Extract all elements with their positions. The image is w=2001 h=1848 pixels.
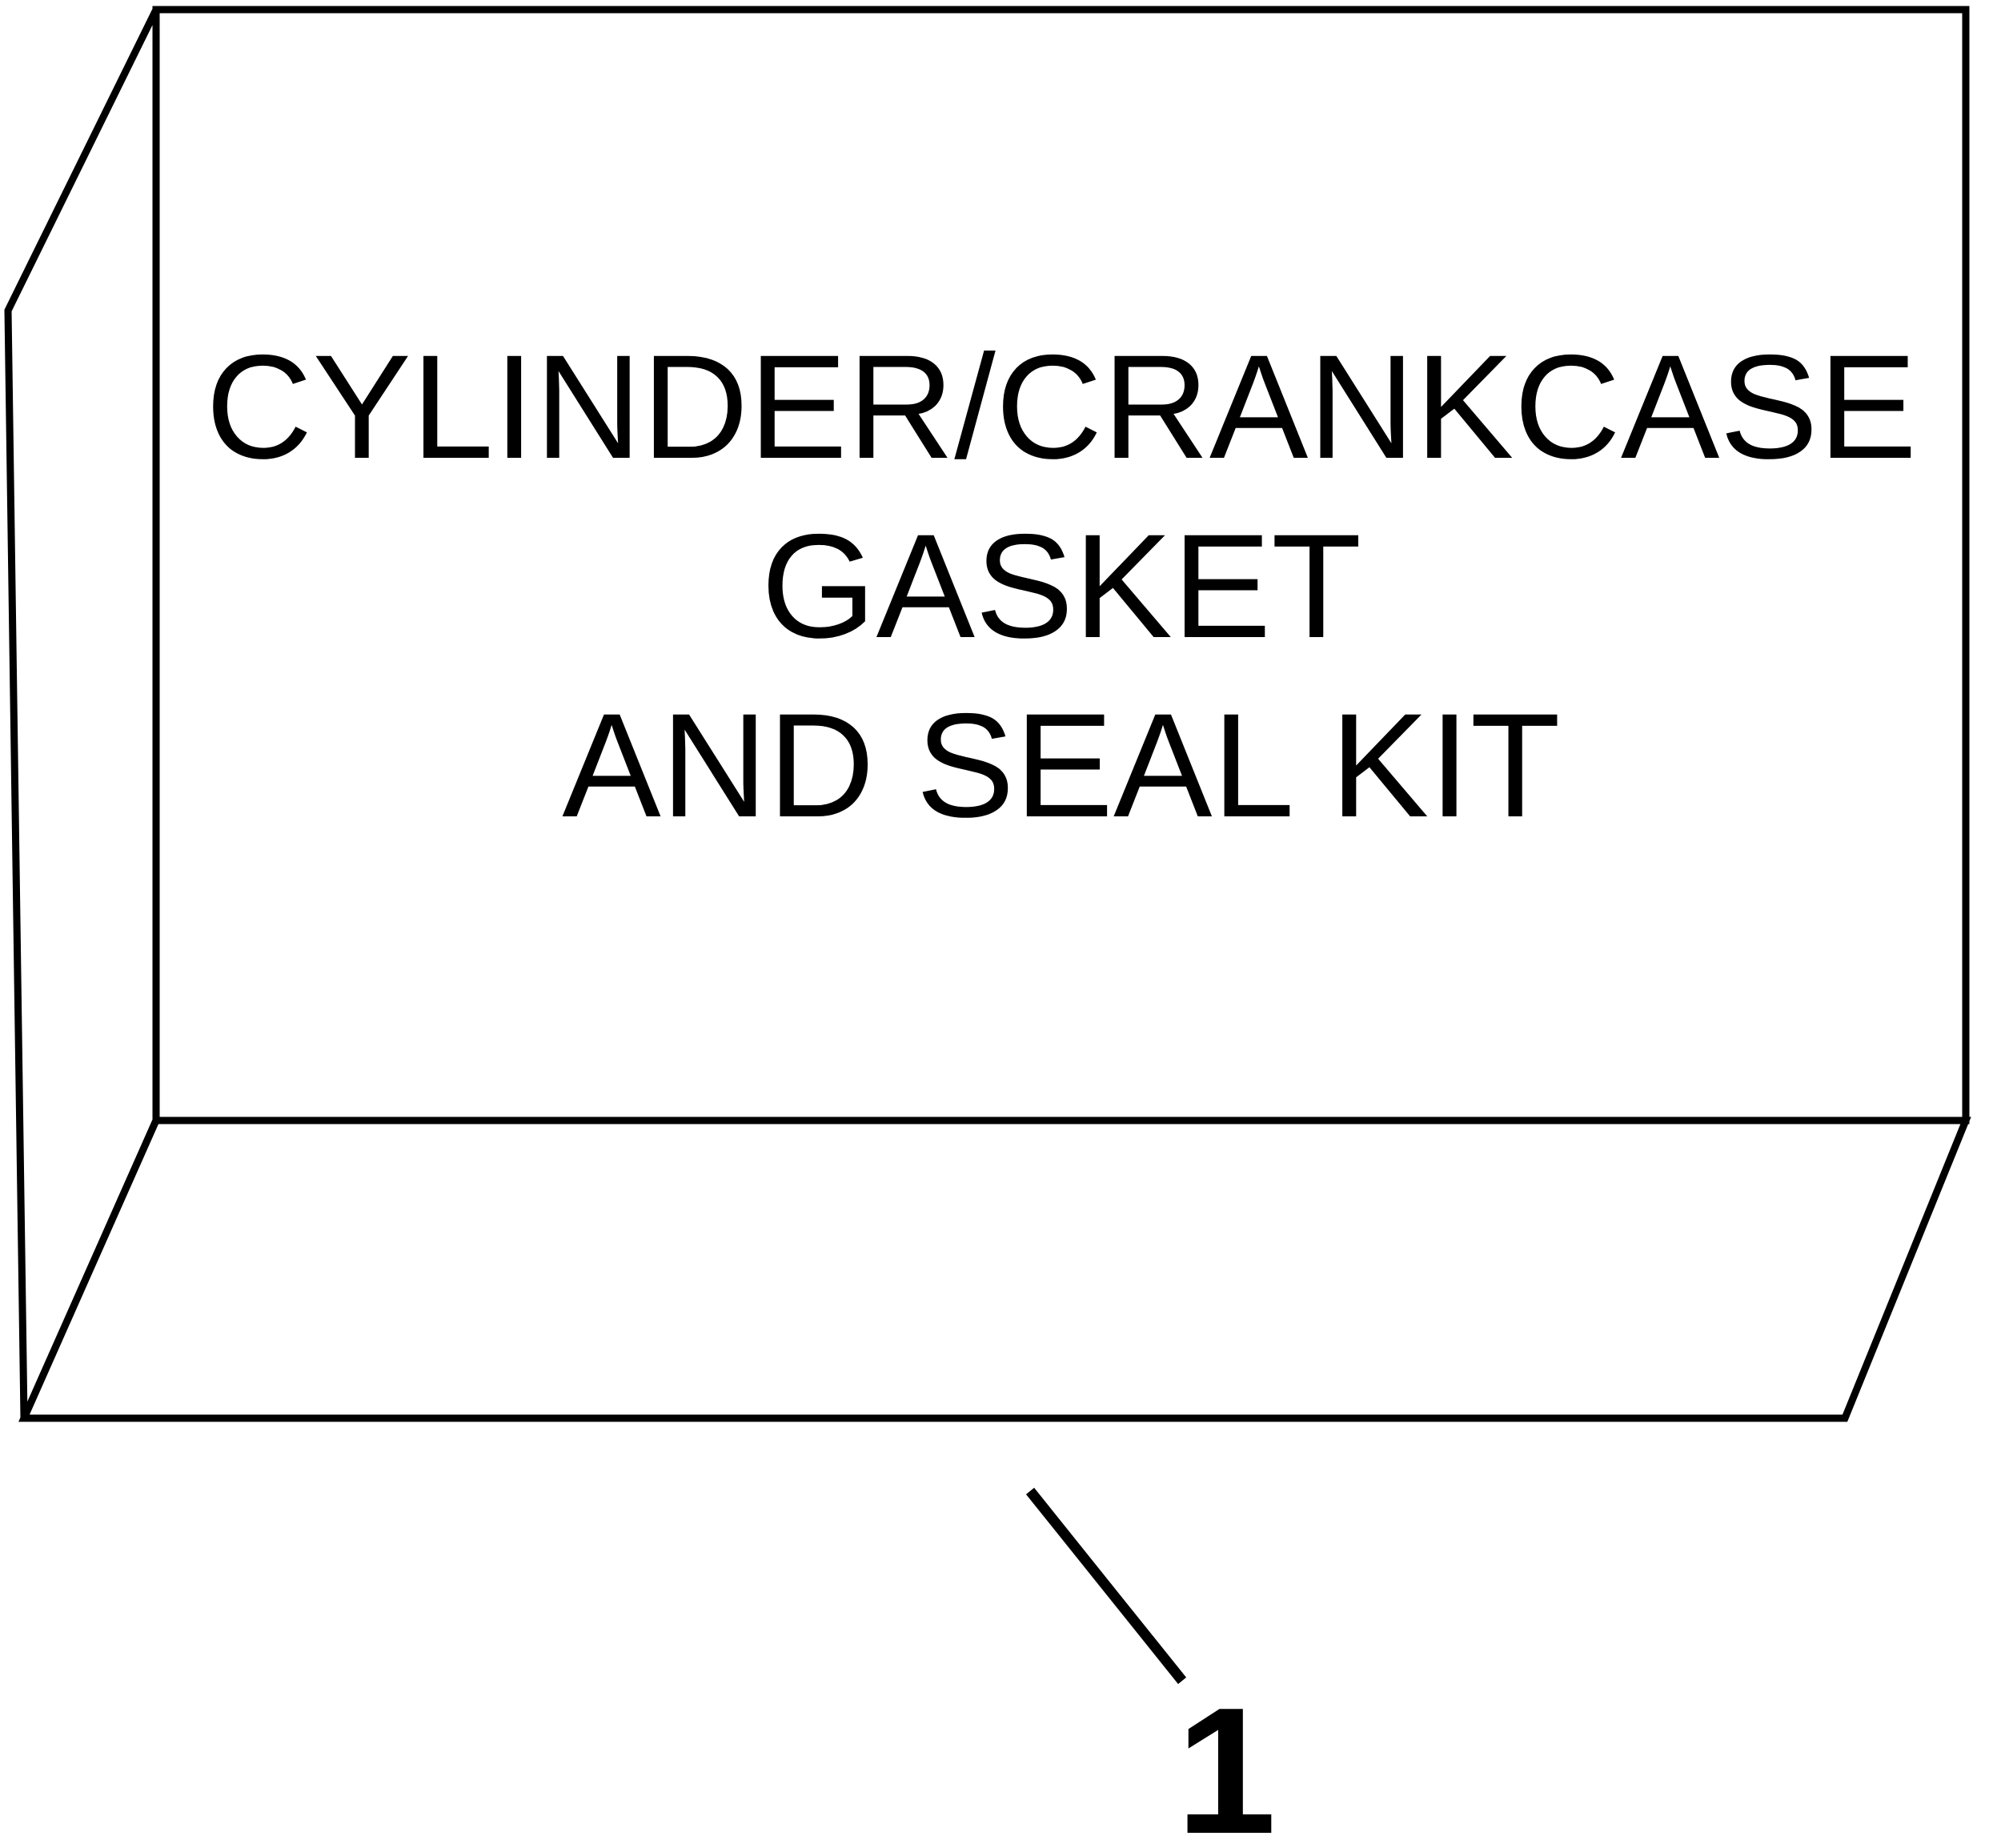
gasket-kit-box: CYLINDER/CRANKCASE GASKET AND SEAL KIT [4,6,1971,1422]
box-label-line-2: GASKET [761,504,1361,669]
box-label-line-3: AND SEAL KIT [562,683,1560,848]
box-label-line-1: CYLINDER/CRANKCASE [206,325,1917,490]
callout-number: 1 [1176,1670,1276,1848]
box-bottom-face [18,1116,1971,1422]
callout-leader-line [1025,1487,1187,1685]
box-front-face [152,6,1970,1124]
